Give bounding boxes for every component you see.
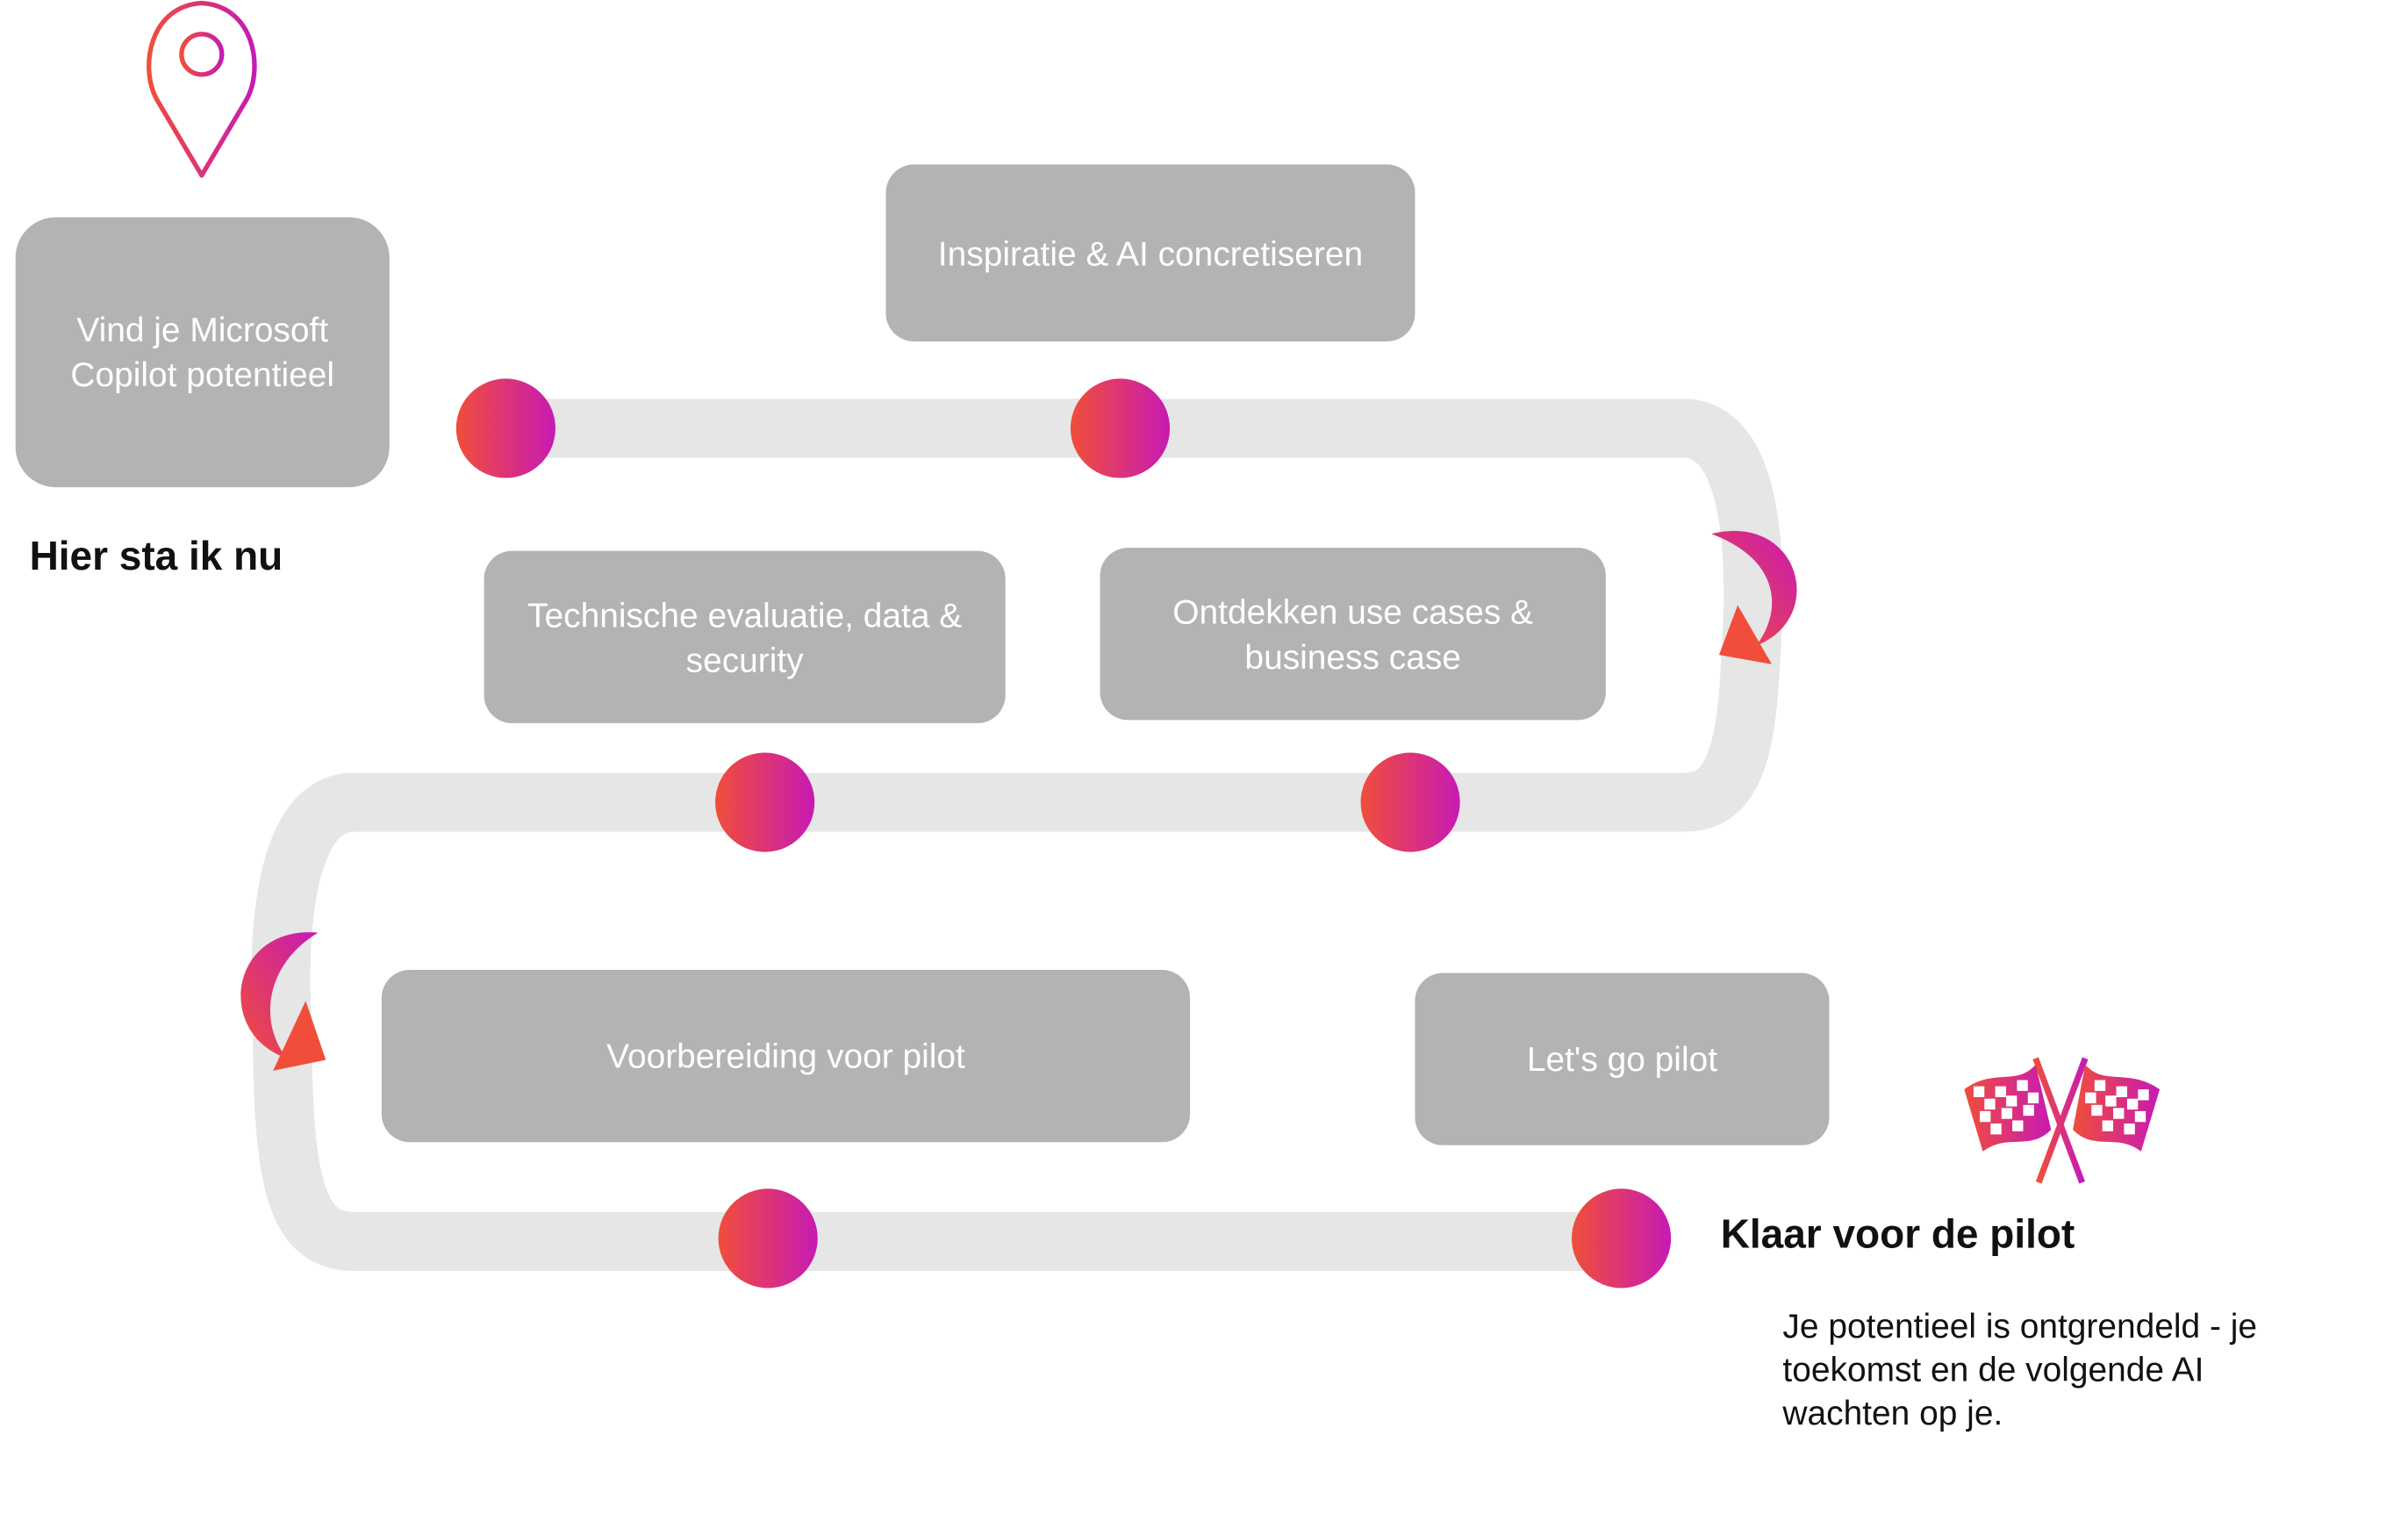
step-inspiratie-ai: Inspiratie & AI concretiseren xyxy=(885,164,1415,341)
milestone-dot xyxy=(1070,378,1171,478)
milestone-dot xyxy=(1571,1188,1672,1289)
milestone-dot xyxy=(718,1188,818,1289)
step-ontdekken-use-cases: Ontdekken use cases & business case xyxy=(1100,548,1606,721)
start-label: Hier sta ik nu xyxy=(29,532,283,579)
map-pin-icon xyxy=(147,0,257,178)
finish-label: Klaar voor de pilot xyxy=(1720,1210,2075,1258)
milestone-dot xyxy=(1360,752,1460,852)
step-voorbereiding-pilot: Voorbereiding voor pilot xyxy=(381,970,1191,1143)
roadmap-road xyxy=(251,398,1783,1271)
checkered-flags-icon xyxy=(1964,1057,2161,1184)
step-vind-copilot-potentieel: Vind je Microsoft Copilot potentieel xyxy=(15,217,390,488)
curved-arrow-icon xyxy=(240,932,326,1071)
curved-arrow-icon xyxy=(1711,530,1797,664)
step-technische-evaluatie: Technische evaluatie, data & security xyxy=(484,550,1006,723)
milestone-dot xyxy=(455,378,555,478)
milestone-dot xyxy=(715,752,815,852)
step-lets-go-pilot: Let's go pilot xyxy=(1415,973,1830,1145)
finish-note: Je potentieel is ontgrendeld - je toekom… xyxy=(1782,1306,2258,1432)
